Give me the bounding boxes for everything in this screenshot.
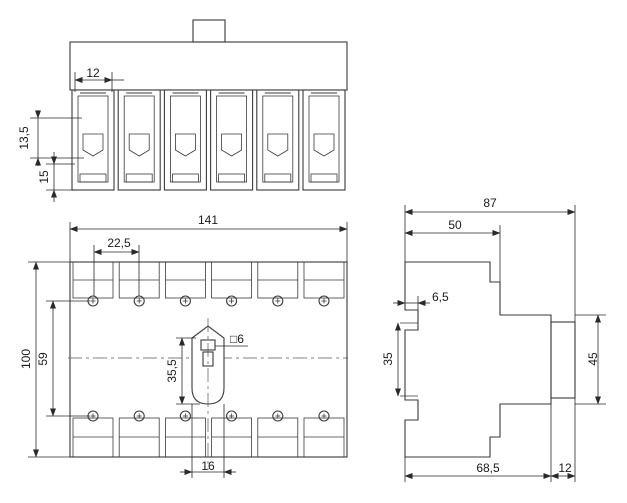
front-view-body [69, 261, 348, 458]
side-dim-6-5: 6,5 [393, 290, 449, 310]
front-terminal [303, 261, 345, 458]
front-dim-100-label: 100 [19, 349, 33, 369]
front-dim-16: 16 [180, 404, 236, 478]
front-terminal [164, 261, 206, 458]
top-dim-13-5: 13,5 [17, 110, 84, 166]
front-dim-141-label: 141 [198, 213, 218, 227]
top-terminal [210, 89, 254, 191]
top-terminal [71, 89, 115, 191]
top-view-terminals [71, 89, 346, 191]
front-terminal [257, 261, 299, 458]
top-terminal [117, 89, 161, 191]
side-dim-87: 87 [404, 196, 576, 322]
top-terminal [256, 89, 300, 191]
side-dim-35: 35 [381, 322, 401, 397]
front-dim-square-6: □6 [215, 332, 248, 347]
side-dim-87-label: 87 [483, 196, 497, 210]
top-dim-12-label: 12 [86, 66, 100, 80]
front-view: 141 22,5 100 59 35,5 [19, 213, 348, 478]
top-dim-15: 15 [37, 152, 75, 202]
front-dim-22-5-label: 22,5 [107, 236, 131, 250]
side-dim-68-5-label: 68,5 [476, 461, 500, 475]
top-terminal [163, 89, 207, 191]
front-terminal [72, 261, 114, 458]
top-dim-12: 12 [74, 66, 124, 92]
front-dim-59: 59 [36, 300, 90, 417]
side-dim-68-5: 68,5 [404, 404, 552, 482]
side-view: 87 50 6,5 35 45 [381, 196, 606, 482]
front-dim-22-5: 22,5 [93, 236, 140, 296]
side-view-terminal [550, 321, 576, 399]
front-dim-35-5: 35,5 [165, 337, 200, 405]
front-dim-141: 141 [69, 213, 348, 262]
front-terminal [211, 261, 253, 458]
top-view-knob [192, 19, 226, 43]
top-terminal [302, 89, 346, 191]
front-handle [191, 318, 225, 470]
side-dim-12-label: 12 [558, 461, 572, 475]
front-dim-square-6-label: □6 [230, 332, 244, 346]
side-dim-45-label: 45 [586, 352, 600, 366]
front-dim-59-label: 59 [36, 352, 50, 366]
side-dim-45: 45 [575, 314, 606, 405]
front-dim-100: 100 [19, 261, 70, 458]
front-dim-35-5-label: 35,5 [165, 359, 179, 383]
top-view-body [69, 41, 348, 91]
top-dim-13-5-label: 13,5 [17, 126, 31, 150]
side-dim-6-5-label: 6,5 [432, 290, 449, 304]
side-dim-12: 12 [550, 398, 576, 482]
front-view-terminals [72, 261, 345, 458]
top-dim-15-label: 15 [37, 170, 51, 184]
front-dim-16-label: 16 [201, 459, 215, 473]
side-view-profile [404, 261, 552, 458]
top-view: 12 13,5 15 [17, 19, 348, 202]
side-dim-35-label: 35 [381, 352, 395, 366]
side-dim-50-label: 50 [448, 218, 462, 232]
side-dim-50: 50 [404, 218, 501, 282]
